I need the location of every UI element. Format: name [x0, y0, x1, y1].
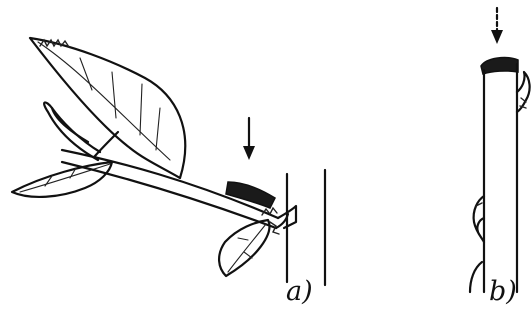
graft-cut-mark: [226, 182, 275, 208]
bud: [517, 72, 530, 112]
panel-a-label: a): [286, 276, 313, 307]
down-arrow-icon: [491, 8, 503, 44]
panel-b-illustration: [470, 8, 530, 292]
panel-a-illustration: [12, 38, 325, 285]
rootstock-stem: [287, 170, 325, 285]
rootstock-stem: [484, 64, 517, 292]
graft-cut-mark: [481, 58, 518, 74]
bud: [474, 196, 484, 242]
down-arrow-icon: [243, 118, 255, 160]
panel-b-label: b): [489, 276, 517, 307]
lower-left-leaf: [12, 162, 112, 197]
